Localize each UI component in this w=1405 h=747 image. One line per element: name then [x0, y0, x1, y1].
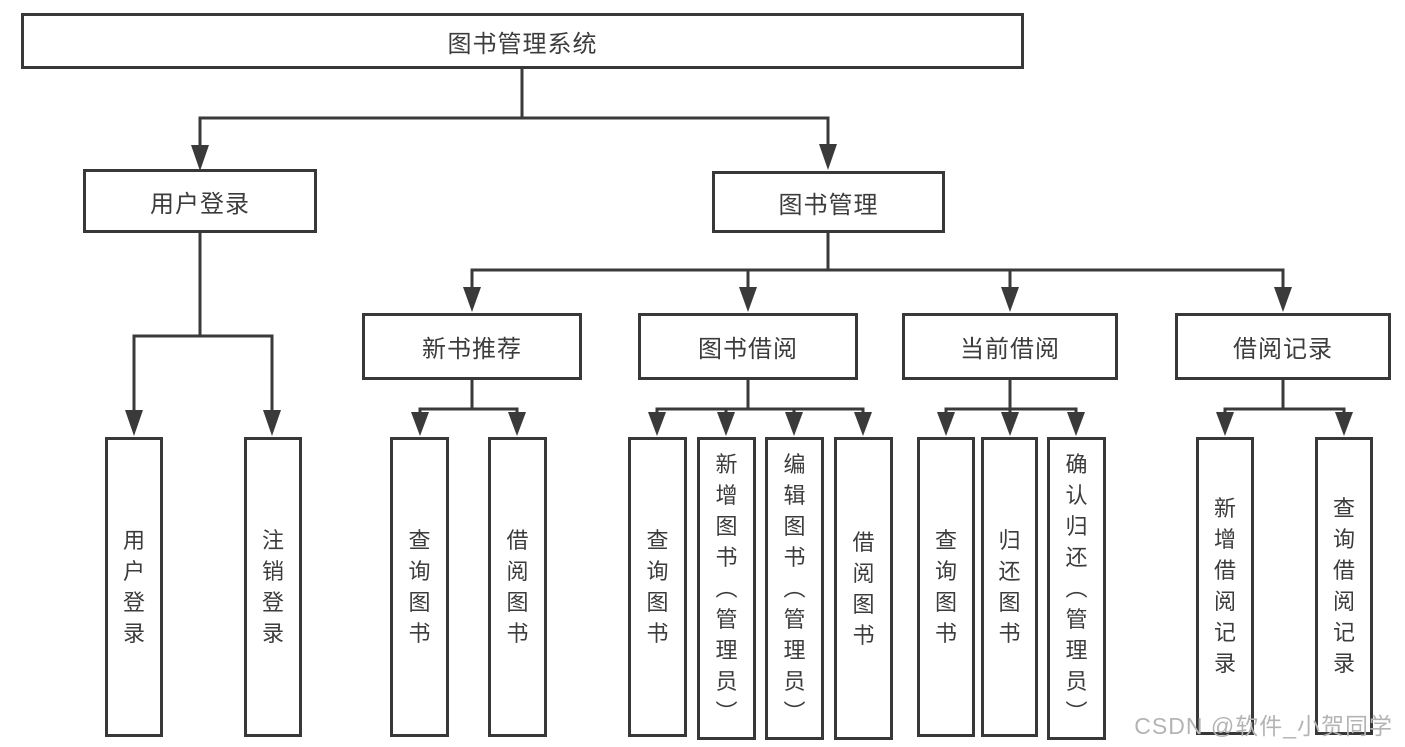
leaf-borrow-borrow: 借 阅 图 书 [834, 437, 893, 740]
leaf-borrow-add-admin: 新 增 图 书 ︵ 管 理 员 ︶ [697, 437, 756, 740]
node-root: 图书管理系统 [21, 13, 1024, 69]
leaf-current-confirm-admin: 确 认 归 还 ︵ 管 理 员 ︶ [1047, 437, 1106, 740]
node-user-login: 用户登录 [83, 169, 317, 233]
leaf-user-login: 用 户 登 录 [105, 437, 163, 737]
leaf-records-query: 查 询 借 阅 记 录 [1315, 437, 1373, 735]
node-current-borrow: 当前借阅 [902, 313, 1118, 380]
leaf-current-return: 归 还 图 书 [981, 437, 1038, 737]
node-book-borrow: 图书借阅 [638, 313, 858, 380]
node-book-mgmt: 图书管理 [712, 171, 945, 233]
node-new-books: 新书推荐 [362, 313, 582, 380]
leaf-current-query: 查 询 图 书 [917, 437, 975, 737]
leaf-logout: 注 销 登 录 [244, 437, 302, 737]
leaf-newbooks-borrow: 借 阅 图 书 [488, 437, 547, 737]
leaf-borrow-edit-admin: 编 辑 图 书 ︵ 管 理 员 ︶ [765, 437, 824, 740]
watermark: CSDN @软件_小贺同学 [1134, 713, 1393, 739]
leaf-borrow-query: 查 询 图 书 [628, 437, 687, 737]
node-borrow-records: 借阅记录 [1175, 313, 1391, 380]
leaf-newbooks-query: 查 询 图 书 [390, 437, 449, 737]
leaf-records-add: 新 增 借 阅 记 录 [1196, 437, 1254, 735]
